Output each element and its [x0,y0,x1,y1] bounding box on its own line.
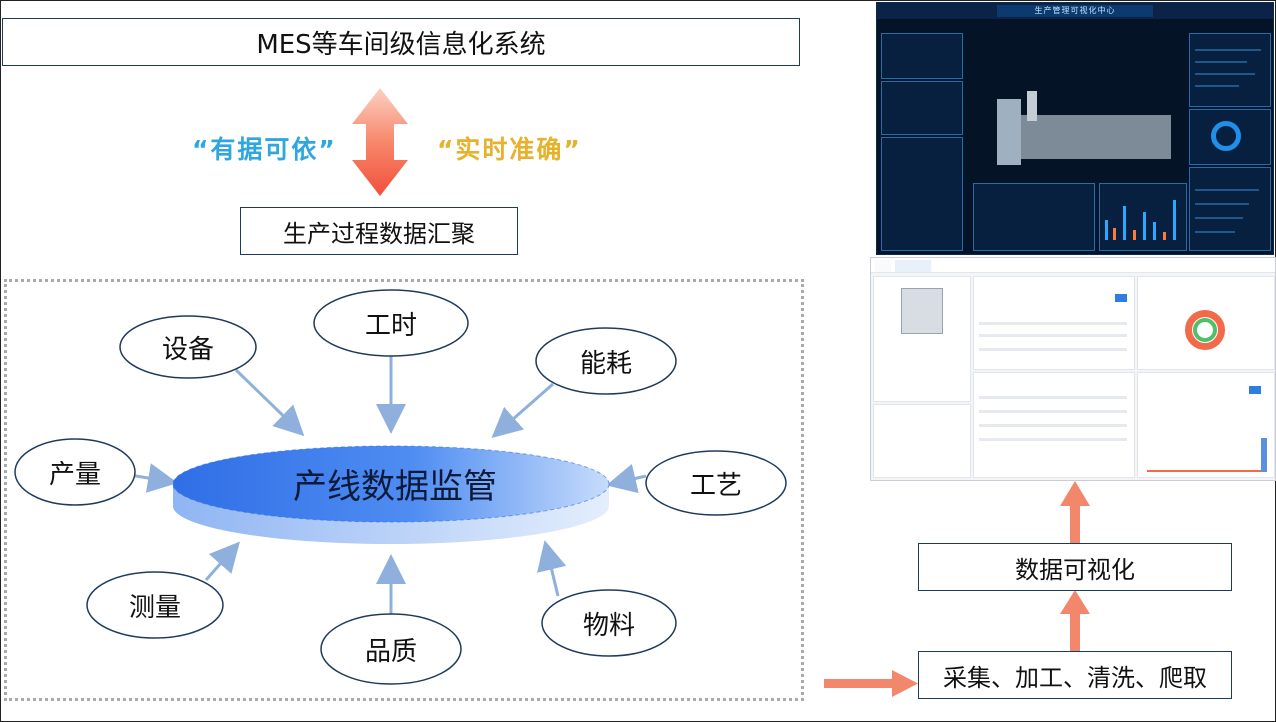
dashboard-progress [1195,231,1235,233]
table-row [979,334,1127,337]
monitoring-region [4,279,804,701]
dashboard-panel [881,137,963,251]
device-tab-bar [871,258,1275,273]
node-material: 物料 [582,610,635,641]
donut-chart-inner [1193,318,1217,342]
node-process: 工艺 [689,470,742,501]
node-measurement: 测量 [128,592,181,623]
dashboard-bar [1133,230,1136,240]
collection-box: 采集、加工、清洗、爬取 [918,651,1232,699]
connector-process [606,463,647,494]
device-status-screenshot [870,257,1276,481]
dashboard-progress [1195,217,1243,219]
connector-lines [123,356,647,614]
device-tab [875,260,891,272]
device-card [873,404,971,478]
node-process-shape [645,450,787,516]
dashboard-panel [881,33,963,79]
arrow-into-collection [824,670,918,697]
query-button [1249,386,1261,394]
donut-chart [1185,310,1225,350]
timeline-strip [1147,470,1267,472]
node-quality: 品质 [364,636,417,667]
dashboard-bar [1105,220,1108,240]
node-material-shape [541,589,677,657]
dashboard-panel [1189,167,1271,251]
arrow-visualization-to-screens [1060,481,1090,544]
dashboard-bar [1143,212,1146,240]
dashboard-panel [881,81,963,135]
connector-energy [491,382,554,438]
table-row [979,424,1127,427]
aggregation-box: 生产过程数据汇聚 [240,207,518,255]
dashboard-progress [1195,203,1249,205]
node-measurement-shape [86,571,224,639]
node-ellipses [14,289,787,685]
connector-material [537,540,567,597]
mes-system-label: MES等车间级信息化系统 [256,29,546,60]
node-output: 产量 [48,459,101,490]
side-tabs [1261,438,1267,472]
table-row [979,396,1127,399]
connector-equipment [234,368,305,437]
center-label: 产线数据监管 [293,466,497,507]
quote-realtime: “实时准确” [437,135,582,164]
dashboard-bar [1163,232,1166,240]
dashboard-progress [1195,61,1247,63]
quote-reliable: “有据可依” [192,135,337,164]
node-work-hours-shape [313,289,469,357]
dashboard-title: 生产管理可视化中心 [997,5,1153,17]
dashboard-progress [1195,85,1239,87]
node-quality-shape [320,613,462,685]
dashboard-bar [1173,200,1176,240]
dashboard-panel [1189,33,1271,107]
aggregation-label: 生产过程数据汇聚 [283,219,475,248]
dashboard-panel [973,183,1095,251]
node-energy: 能耗 [579,348,632,379]
dashboard-progress [1195,73,1255,75]
node-energy-shape [535,327,677,395]
node-output-shape [14,438,136,506]
connector-measurement [204,541,240,581]
machine-graphic [1027,91,1037,121]
dashboard-progress [1195,49,1261,51]
machine-graphic [997,99,1021,165]
table-row [979,322,1127,325]
table-row [979,410,1127,413]
dashboard-ring [1211,121,1241,151]
table-row [979,438,1127,441]
query-button [1115,294,1127,302]
collection-label: 采集、加工、清洗、爬取 [943,663,1207,692]
table-row [979,348,1127,351]
device-tab [895,260,931,272]
dashboard-progress [1195,189,1259,191]
visualization-box: 数据可视化 [918,543,1232,591]
flow-arrows [824,481,1090,697]
machine-graphic [1021,115,1171,159]
dashboard-bar [1123,206,1126,240]
dashboard-bar [1153,222,1156,240]
dashboard-bar [1113,228,1116,240]
node-equipment: 设备 [161,334,214,365]
mes-system-box: MES等车间级信息化系统 [2,18,800,66]
dashboard-screenshot: 生产管理可视化中心 [876,2,1274,255]
device-image [901,288,943,334]
center-disc [172,445,610,544]
arrow-collection-to-visualization [1060,590,1090,652]
bidirectional-arrow [352,88,408,196]
visualization-label: 数据可视化 [1015,555,1135,584]
node-work-hours: 工时 [364,310,417,341]
node-equipment-shape [119,315,257,379]
